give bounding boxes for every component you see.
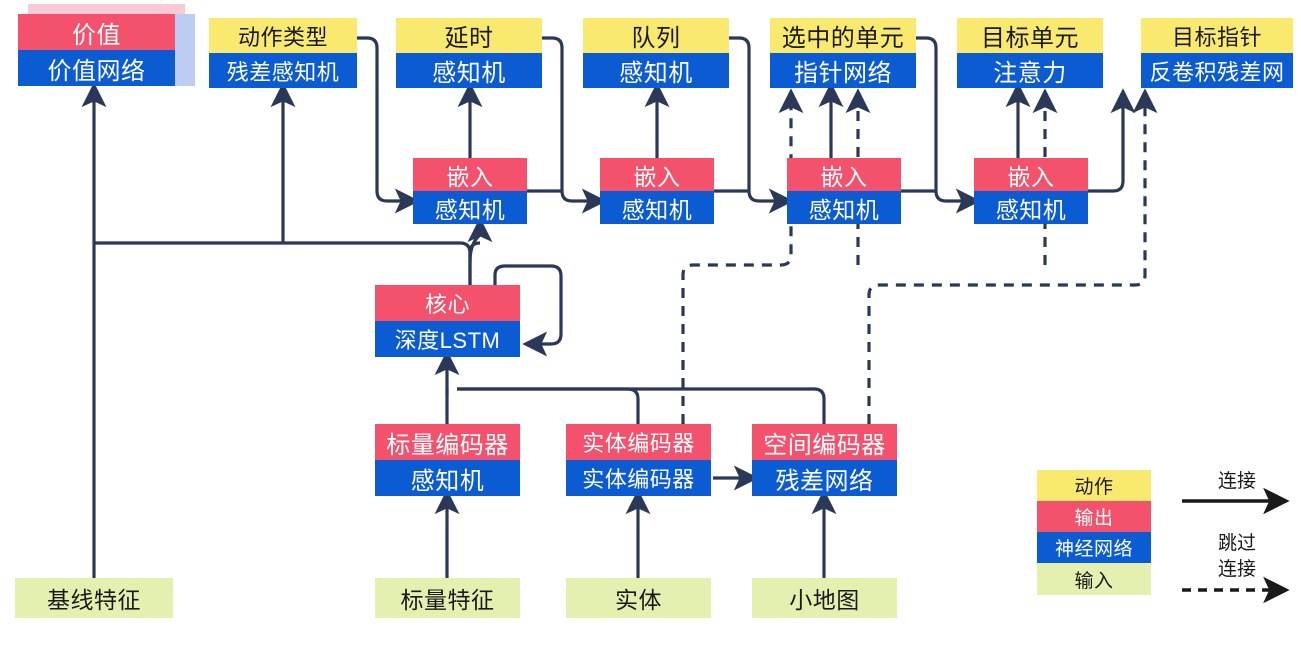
node-action_type-top-label: 动作类型 [209, 18, 357, 53]
legend-arrows: 连接 跳过 连接 [1178, 466, 1296, 612]
input-entities[interactable]: 实体 [566, 578, 711, 618]
node-body: 嵌入感知机 [974, 158, 1088, 224]
node-embed_4-bottom-label: 感知机 [974, 191, 1088, 224]
input-minimap[interactable]: 小地图 [752, 578, 897, 618]
skip-spatialenc-riser [867, 88, 1158, 424]
node-embed_2-top-label: 嵌入 [600, 158, 714, 191]
legend-skip-label-2: 连接 [1217, 559, 1256, 580]
node-body: 队列感知机 [583, 18, 729, 88]
node-selected_units-top-label: 选中的单元 [770, 18, 916, 53]
node-queued-top-label: 队列 [583, 18, 729, 53]
node-body: 实体编码器实体编码器 [566, 424, 711, 496]
node-embed_4[interactable]: 嵌入感知机 [974, 158, 1088, 224]
node-scalar_encoder-bottom-label: 感知机 [375, 460, 520, 496]
wire-embed4-right-rail [1088, 88, 1136, 193]
node-entity_encoder[interactable]: 实体编码器实体编码器 [566, 424, 711, 496]
input-scalar_features[interactable]: 标量特征 [375, 578, 520, 618]
node-body: 选中的单元指针网络 [770, 18, 916, 88]
node-embed_3-top-label: 嵌入 [787, 158, 901, 191]
node-value-bottom-label: 价值网络 [18, 50, 175, 86]
node-selected_units-bottom-label: 指针网络 [770, 53, 916, 88]
node-value[interactable]: 价值价值网络 [18, 4, 195, 86]
wire-delay-to-embed2 [542, 36, 607, 214]
node-body: 动作类型残差感知机 [209, 18, 357, 88]
node-body: 价值价值网络 [18, 14, 175, 86]
node-action_type[interactable]: 动作类型残差感知机 [209, 18, 357, 88]
legend-swatch-output: 输出 [1037, 501, 1151, 532]
node-embed_3[interactable]: 嵌入感知机 [787, 158, 901, 224]
node-target_unit-bottom-label: 注意力 [957, 53, 1103, 88]
node-body: 嵌入感知机 [413, 158, 527, 224]
wire-core-to-embed1-arrow [467, 217, 493, 263]
legend: 动作 输出 神经网络 输入 [1037, 470, 1151, 595]
node-body: 空间编码器残差网络 [752, 424, 897, 496]
wire-actiontype-to-embed1 [357, 36, 420, 214]
node-spatial_encoder-bottom-label: 残差网络 [752, 460, 897, 496]
node-target_point[interactable]: 目标指针反卷积残差网 [1141, 18, 1293, 88]
input-baseline_features[interactable]: 基线特征 [15, 578, 173, 618]
node-selected_units[interactable]: 选中的单元指针网络 [770, 18, 916, 88]
node-delay[interactable]: 延时感知机 [396, 18, 542, 88]
wire-spatialenc-to-core [457, 387, 826, 424]
node-target_unit[interactable]: 目标单元注意力 [957, 18, 1103, 88]
node-embed_1[interactable]: 嵌入感知机 [413, 158, 527, 224]
wire-core-recurrent [493, 264, 563, 357]
node-embed_3-bottom-label: 感知机 [787, 191, 901, 224]
node-entity_encoder-top-label: 实体编码器 [566, 424, 711, 460]
node-embed_1-top-label: 嵌入 [413, 158, 527, 191]
node-delay-top-label: 延时 [396, 18, 542, 53]
node-embed_4-top-label: 嵌入 [974, 158, 1088, 191]
node-body: 标量编码器感知机 [375, 424, 520, 496]
legend-swatch-network: 神经网络 [1037, 532, 1151, 563]
node-body: 目标单元注意力 [957, 18, 1103, 88]
node-body: 嵌入感知机 [600, 158, 714, 224]
legend-connection-label: 连接 [1217, 471, 1256, 492]
skip-entityenc-riser [681, 88, 804, 424]
node-core-top-label: 核心 [375, 285, 520, 321]
node-scalar_encoder[interactable]: 标量编码器感知机 [375, 424, 520, 496]
node-body: 目标指针反卷积残差网 [1141, 18, 1293, 88]
wire-queued-to-embed3 [729, 36, 794, 214]
node-body: 嵌入感知机 [787, 158, 901, 224]
node-core-bottom-label: 深度LSTM [375, 321, 520, 357]
node-body: 延时感知机 [396, 18, 542, 88]
legend-arrow-glyphs [1182, 487, 1290, 604]
node-action_type-bottom-label: 残差感知机 [209, 53, 357, 88]
node-spatial_encoder-top-label: 空间编码器 [752, 424, 897, 460]
legend-swatch-input: 输入 [1037, 563, 1151, 595]
node-value-top-label: 价值 [18, 14, 175, 50]
node-queued[interactable]: 队列感知机 [583, 18, 729, 88]
node-target_point-top-label: 目标指针 [1141, 18, 1293, 53]
node-spatial_encoder[interactable]: 空间编码器残差网络 [752, 424, 897, 496]
legend-skip-label-1: 跳过 [1217, 533, 1256, 554]
node-scalar_encoder-top-label: 标量编码器 [375, 424, 520, 460]
node-target_unit-top-label: 目标单元 [957, 18, 1103, 53]
node-delay-bottom-label: 感知机 [396, 53, 542, 88]
node-queued-bottom-label: 感知机 [583, 53, 729, 88]
wire-core-out-riser [94, 241, 472, 285]
wire-entityenc-to-core [457, 387, 640, 424]
node-core[interactable]: 核心深度LSTM [375, 285, 520, 357]
node-embed_1-bottom-label: 感知机 [413, 191, 527, 224]
node-target_point-bottom-label: 反卷积残差网 [1141, 53, 1293, 88]
node-body: 核心深度LSTM [375, 285, 520, 357]
legend-swatch-action: 动作 [1037, 470, 1151, 501]
wire-selected-to-embed4 [916, 36, 981, 214]
node-embed_2-bottom-label: 感知机 [600, 191, 714, 224]
node-entity_encoder-bottom-label: 实体编码器 [566, 460, 711, 496]
node-embed_2[interactable]: 嵌入感知机 [600, 158, 714, 224]
